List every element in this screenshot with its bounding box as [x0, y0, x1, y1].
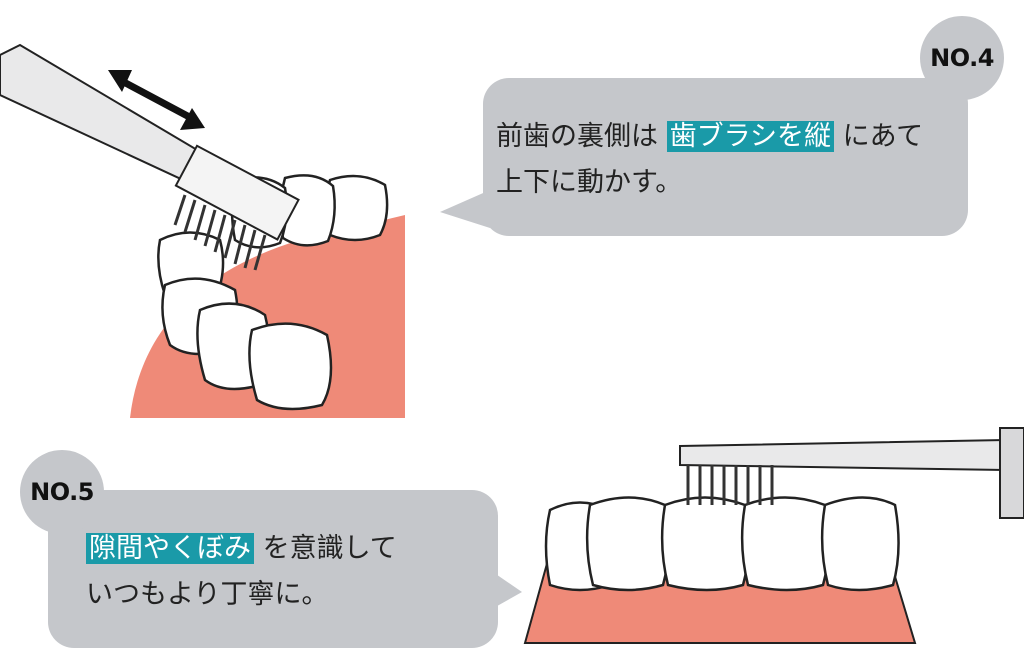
bubble-tail-step4 [440, 190, 490, 228]
double-arrow-icon [108, 70, 205, 130]
text-line: いつもより丁寧に。 [86, 579, 329, 610]
step-number: NO.4 [930, 44, 994, 72]
text-segment: を意識して [262, 533, 397, 564]
step5-text: 隙間やくぼみ を意識して いつもより丁寧に。 [86, 526, 397, 618]
highlight-text: 歯ブラシを縦 [666, 121, 835, 152]
step4-text: 前歯の裏側は 歯ブラシを縦 にあて 上下に動かす。 [496, 114, 923, 206]
step-number: NO.5 [30, 478, 94, 506]
speech-bubble-step5 [48, 490, 498, 648]
toothbrush-upper [0, 43, 300, 271]
teeth-upper [157, 174, 389, 411]
text-line: 上下に動かす。 [496, 167, 683, 198]
toothbrush-lower [679, 427, 1024, 519]
step-badge-5: NO.5 [20, 450, 104, 534]
text-segment: にあて [842, 121, 924, 152]
step-badge-4: NO.4 [920, 16, 1004, 100]
text-segment: 前歯の裏側は [496, 121, 658, 152]
highlight-text: 隙間やくぼみ [86, 533, 254, 564]
teeth-lower [544, 496, 900, 592]
bubble-tail-step5 [490, 570, 522, 610]
speech-bubble-step4 [483, 78, 968, 236]
gum-upper [130, 215, 405, 418]
